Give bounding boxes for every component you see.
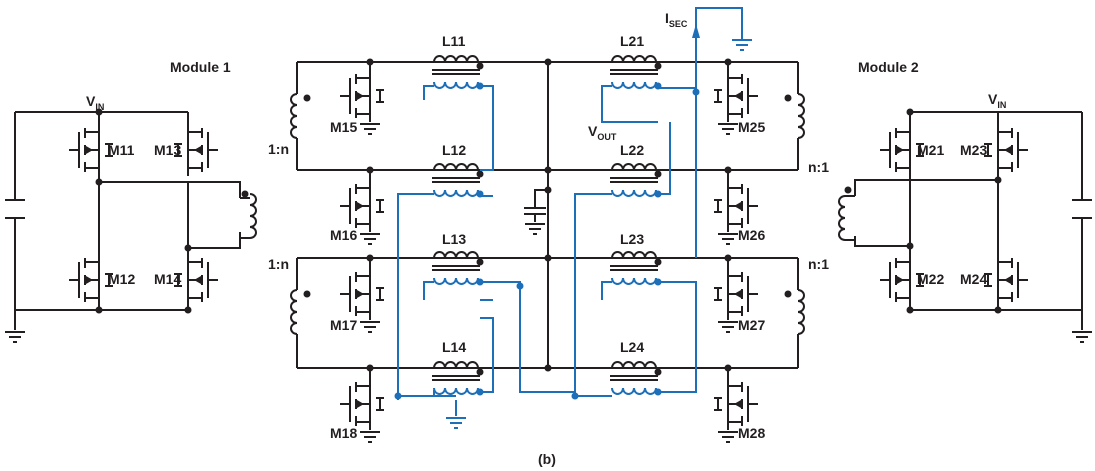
- switch-label-m18: M18: [330, 425, 357, 441]
- switch-label-m22: M22: [917, 271, 944, 287]
- module-2-title: Module 2: [858, 59, 919, 75]
- switch-label-m12: M12: [108, 271, 135, 287]
- module-1-title: Module 1: [170, 59, 231, 75]
- inductor-label-l21: L21: [620, 33, 644, 49]
- switch-label-m17: M17: [330, 317, 357, 333]
- inductor-label-l11: L11: [442, 33, 466, 49]
- inductor-label-l24: L24: [620, 339, 644, 355]
- switch-label-m28: M28: [738, 425, 765, 441]
- switch-label-m13: M13: [154, 142, 181, 158]
- vin-label-left: VIN: [86, 93, 104, 112]
- inductor-label-l12: L12: [442, 142, 466, 158]
- vout-label: VOUT: [588, 123, 617, 142]
- switch-label-m24: M24: [960, 271, 987, 287]
- inductor-label-l13: L13: [442, 231, 466, 247]
- figure-caption: (b): [538, 451, 556, 467]
- center-bank: [290, 56, 805, 443]
- switch-label-m14: M14: [154, 271, 181, 287]
- secondary-winding-network: [394, 7, 753, 429]
- ratio-label-3: n:1: [808, 159, 829, 175]
- switch-label-m11: M11: [108, 142, 135, 158]
- switch-label-m15: M15: [330, 119, 357, 135]
- isec-label: ISEC: [665, 10, 688, 29]
- module-2: [838, 108, 1093, 343]
- inductor-label-l23: L23: [620, 231, 644, 247]
- inductor-label-l22: L22: [620, 142, 644, 158]
- switch-label-m27: M27: [738, 317, 765, 333]
- switch-label-m21: M21: [917, 142, 944, 158]
- switch-label-m23: M23: [960, 142, 987, 158]
- vin-label-right: VIN: [988, 91, 1006, 110]
- ratio-label-4: n:1: [808, 256, 829, 272]
- ratio-label-2: 1:n: [268, 256, 289, 272]
- switch-label-m16: M16: [330, 227, 357, 243]
- inductor-label-l14: L14: [442, 339, 466, 355]
- switch-label-m25: M25: [738, 119, 765, 135]
- module-1: [4, 108, 257, 343]
- ratio-label-1: 1:n: [268, 141, 289, 157]
- switch-label-m26: M26: [738, 227, 765, 243]
